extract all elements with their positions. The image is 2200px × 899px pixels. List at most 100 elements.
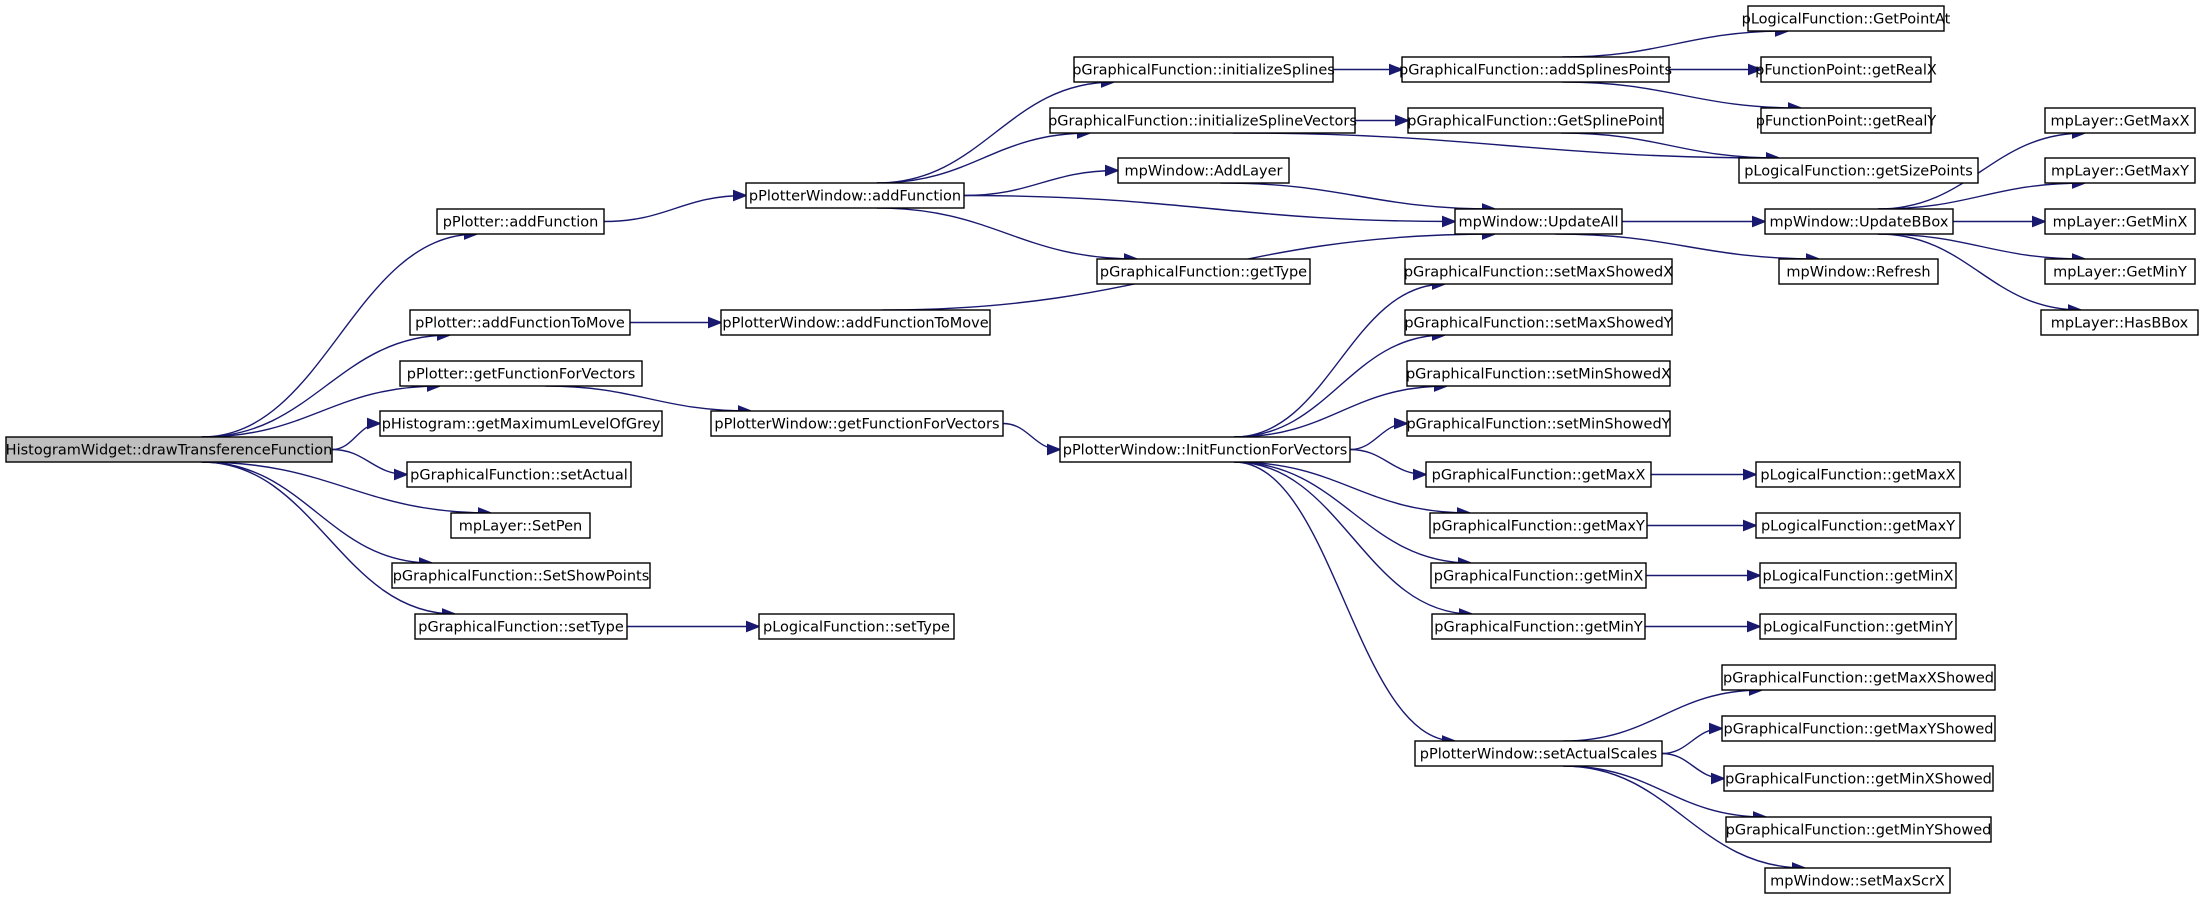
node-phistogram-getmaximumlevelofgrey[interactable]: pHistogram::getMaximumLevelOfGrey — [379, 410, 663, 437]
node-pgraphicalfunction-addsplinespoints[interactable]: pGraphicalFunction::addSplinesPoints — [1399, 56, 1672, 83]
node-box[interactable] — [1778, 258, 1939, 285]
node-box[interactable] — [1431, 613, 1646, 640]
node-pgraphicalfunction-setminshowedy[interactable]: pGraphicalFunction::setMinShowedY — [1406, 410, 1671, 437]
node-plogicalfunction-getmaxx[interactable]: pLogicalFunction::getMaxX — [1755, 461, 1961, 488]
node-box[interactable] — [1759, 562, 1957, 589]
node-pplotter-addfunction[interactable]: pPlotter::addFunction — [436, 208, 605, 235]
node-pplotter-addfunctiontomove[interactable]: pPlotter::addFunctionToMove — [409, 309, 631, 336]
node-pgraphicalfunction-getsplinepoint[interactable]: pGraphicalFunction::GetSplinePoint — [1407, 107, 1664, 134]
node-box[interactable] — [1725, 816, 1992, 843]
node-box[interactable] — [399, 360, 643, 387]
node-box[interactable] — [1723, 765, 1994, 792]
node-box[interactable] — [1406, 360, 1671, 387]
node-mplayer-getminy[interactable]: mpLayer::GetMinY — [2044, 258, 2196, 285]
node-box[interactable] — [1764, 208, 1954, 235]
node-box[interactable] — [2040, 309, 2199, 336]
node-box[interactable] — [720, 309, 991, 336]
node-pgraphicalfunction-initializesplinevectors[interactable]: pGraphicalFunction::initializeSplineVect… — [1048, 107, 1357, 134]
node-box[interactable] — [1073, 56, 1334, 83]
node-box[interactable] — [745, 182, 965, 209]
node-mpwindow-refresh[interactable]: mpWindow::Refresh — [1778, 258, 1939, 285]
node-pfunctionpoint-getrealy[interactable]: pFunctionPoint::getRealY — [1756, 107, 1937, 134]
node-box[interactable] — [1454, 208, 1623, 235]
node-mplayer-setpen[interactable]: mpLayer::SetPen — [450, 512, 591, 539]
node-box[interactable] — [2044, 258, 2196, 285]
node-plogicalfunction-settype[interactable]: pLogicalFunction::setType — [758, 613, 955, 640]
node-pgraphicalfunction-initializesplines[interactable]: pGraphicalFunction::initializeSplines — [1072, 56, 1335, 83]
node-box[interactable] — [379, 410, 663, 437]
node-pgraphicalfunction-getminyshowed[interactable]: pGraphicalFunction::getMinYShowed — [1725, 816, 1992, 843]
node-pplotterwindow-setactualscales[interactable]: pPlotterWindow::setActualScales — [1414, 740, 1663, 767]
node-box[interactable] — [1096, 258, 1311, 285]
node-box[interactable] — [409, 309, 631, 336]
node-box[interactable] — [1117, 157, 1290, 184]
node-box[interactable] — [1404, 309, 1673, 336]
node-box[interactable] — [1721, 664, 1996, 691]
node-box[interactable] — [1401, 56, 1670, 83]
node-box[interactable] — [1406, 410, 1671, 437]
node-box[interactable] — [450, 512, 591, 539]
node-box[interactable] — [1425, 461, 1652, 488]
node-box[interactable] — [1747, 5, 1945, 32]
node-pplotterwindow-getfunctionforvectors[interactable]: pPlotterWindow::getFunctionForVectors — [710, 410, 1004, 437]
node-box[interactable] — [758, 613, 955, 640]
node-box[interactable] — [406, 461, 632, 488]
node-mpwindow-updateall[interactable]: mpWindow::UpdateAll — [1454, 208, 1623, 235]
node-box[interactable] — [1738, 157, 1979, 184]
node-pgraphicalfunction-setmaxshowedx[interactable]: pGraphicalFunction::setMaxShowedX — [1404, 258, 1673, 285]
node-box[interactable] — [1049, 107, 1356, 134]
node-box[interactable] — [1759, 613, 1957, 640]
node-box[interactable] — [2044, 208, 2196, 235]
node-pgraphicalfunction-setactual[interactable]: pGraphicalFunction::setActual — [406, 461, 632, 488]
node-pgraphicalfunction-getminxshowed[interactable]: pGraphicalFunction::getMinXShowed — [1723, 765, 1994, 792]
node-plogicalfunction-getpointat[interactable]: pLogicalFunction::GetPointAt — [1742, 5, 1951, 32]
node-box[interactable] — [391, 562, 651, 589]
node-box[interactable] — [1429, 512, 1648, 539]
node-plogicalfunction-getmaxy[interactable]: pLogicalFunction::getMaxY — [1755, 512, 1961, 539]
node-box[interactable] — [1721, 715, 1996, 742]
node-mplayer-getmaxx[interactable]: mpLayer::GetMaxX — [2044, 107, 2196, 134]
node-pgraphicalfunction-getmaxxshowed[interactable]: pGraphicalFunction::getMaxXShowed — [1721, 664, 1996, 691]
node-box[interactable] — [1430, 562, 1647, 589]
node-box[interactable] — [1764, 867, 1951, 894]
node-mpwindow-setmaxscrx[interactable]: mpWindow::setMaxScrX — [1764, 867, 1951, 894]
node-box[interactable] — [2044, 107, 2196, 134]
node-box[interactable] — [5, 436, 333, 463]
node-box[interactable] — [1059, 436, 1351, 463]
node-box[interactable] — [1755, 512, 1961, 539]
node-plogicalfunction-getminx[interactable]: pLogicalFunction::getMinX — [1759, 562, 1957, 589]
node-box[interactable] — [1760, 56, 1932, 83]
node-pgraphicalfunction-setmaxshowedy[interactable]: pGraphicalFunction::setMaxShowedY — [1404, 309, 1673, 336]
node-plogicalfunction-getsizepoints[interactable]: pLogicalFunction::getSizePoints — [1738, 157, 1979, 184]
node-pplotterwindow-addfunction[interactable]: pPlotterWindow::addFunction — [745, 182, 965, 209]
node-box[interactable] — [436, 208, 605, 235]
node-box[interactable] — [414, 613, 628, 640]
node-box[interactable] — [1407, 107, 1664, 134]
node-pplotter-getfunctionforvectors[interactable]: pPlotter::getFunctionForVectors — [399, 360, 643, 387]
node-pgraphicalfunction-setshowpoints[interactable]: pGraphicalFunction::SetShowPoints — [391, 562, 651, 589]
node-plogicalfunction-getminy[interactable]: pLogicalFunction::getMinY — [1759, 613, 1957, 640]
node-pgraphicalfunction-getmaxyshowed[interactable]: pGraphicalFunction::getMaxYShowed — [1721, 715, 1996, 742]
node-pgraphicalfunction-getminy[interactable]: pGraphicalFunction::getMinY — [1431, 613, 1646, 640]
node-pgraphicalfunction-setminshowedx[interactable]: pGraphicalFunction::setMinShowedX — [1406, 360, 1671, 387]
node-pgraphicalfunction-getmaxx[interactable]: pGraphicalFunction::getMaxX — [1425, 461, 1652, 488]
node-box[interactable] — [710, 410, 1004, 437]
node-mplayer-getminx[interactable]: mpLayer::GetMinX — [2044, 208, 2196, 235]
node-pplotterwindow-addfunctiontomove[interactable]: pPlotterWindow::addFunctionToMove — [720, 309, 991, 336]
node-histogramwidget-drawtransferencefunction[interactable]: HistogramWidget::drawTransferenceFunctio… — [5, 436, 333, 463]
node-box[interactable] — [1755, 461, 1961, 488]
node-mpwindow-addlayer[interactable]: mpWindow::AddLayer — [1117, 157, 1290, 184]
node-pgraphicalfunction-getmaxy[interactable]: pGraphicalFunction::getMaxY — [1429, 512, 1648, 539]
node-pgraphicalfunction-settype[interactable]: pGraphicalFunction::setType — [414, 613, 628, 640]
node-mplayer-hasbbox[interactable]: mpLayer::HasBBox — [2040, 309, 2199, 336]
node-mplayer-getmaxy[interactable]: mpLayer::GetMaxY — [2044, 157, 2196, 184]
node-pgraphicalfunction-gettype[interactable]: pGraphicalFunction::getType — [1096, 258, 1311, 285]
node-box[interactable] — [1414, 740, 1663, 767]
node-pfunctionpoint-getrealx[interactable]: pFunctionPoint::getRealX — [1755, 56, 1937, 83]
node-box[interactable] — [1404, 258, 1673, 285]
node-pplotterwindow-initfunctionforvectors[interactable]: pPlotterWindow::InitFunctionForVectors — [1059, 436, 1351, 463]
node-box[interactable] — [2044, 157, 2196, 184]
node-mpwindow-updatebbox[interactable]: mpWindow::UpdateBBox — [1764, 208, 1954, 235]
node-pgraphicalfunction-getminx[interactable]: pGraphicalFunction::getMinX — [1430, 562, 1647, 589]
node-box[interactable] — [1760, 107, 1932, 134]
